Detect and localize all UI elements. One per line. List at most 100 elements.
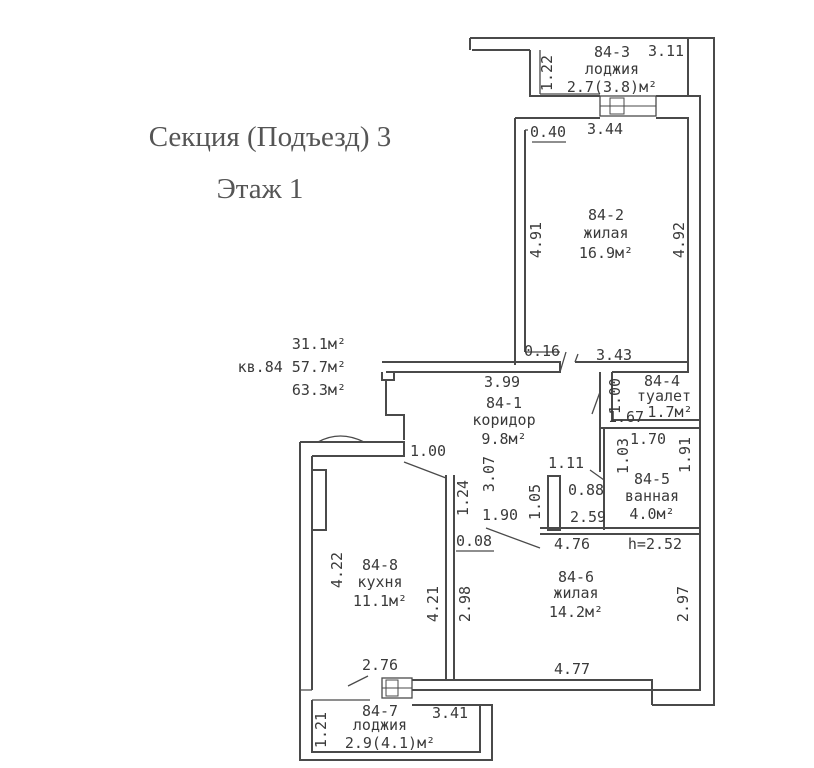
dim-room6-right: 2.97 [674,586,692,622]
door-swing-room2 [559,351,579,373]
dim-room2-top-small: 0.40 [530,123,566,141]
apartment-summary: 31.1м² кв.84 57.7м² 63.3м² [238,335,346,399]
dim-bath-side: 1.03 [614,438,632,474]
room-area: 16.9м² [579,244,633,262]
room-type: жилая [553,584,598,602]
outer-right-wall-inner [472,49,701,691]
room-84-6-bottom [382,679,653,705]
lower-loggia [299,700,493,761]
room-label-84-1: 84-1 коридор 9.8м² [472,394,535,448]
dim-room2-left: 4.91 [527,222,545,258]
room-id: 84-8 [362,556,398,574]
apartment-label: кв.84 57.7м² [238,358,346,376]
dim-toilet-side: 1.00 [606,378,624,414]
room-area: 4.0м² [629,505,674,523]
room-label-84-4: 84-4 туалет 1.7м² [637,372,693,421]
dim-room2-right: 4.92 [670,222,688,258]
room-type: туалет [637,387,691,405]
dim-bath-bottom: 2.59 [570,508,606,526]
dim-loggia3-width: 3.11 [648,42,684,60]
room-type: ванная [625,487,679,505]
room-type: лоджия [353,716,407,734]
dim-room6-small: 0.08 [456,532,492,550]
room-type: кухня [357,573,402,591]
room-label-84-8: 84-8 кухня 11.1м² [353,556,407,610]
kitchen-top-wall [299,441,405,720]
dim-room6-left: 2.98 [456,586,474,622]
floor-title: Этаж 1 [217,173,304,205]
dim-corridor-bottom: 1.90 [482,506,518,524]
dim-kitchen-door: 1.00 [410,442,446,460]
dim-corridor-top: 3.99 [484,373,520,391]
room-id: 84-7 [362,702,398,720]
dim-c-a: 1.11 [548,454,584,472]
door-swing-bath [589,469,605,481]
partition-room6-top [540,527,700,535]
upper-loggia-wall [529,38,689,97]
room-id: 84-3 [594,43,630,61]
partition-84-2-corridor [382,361,689,373]
lower-loggia-inner [300,689,370,701]
dim-bath-top: 1.70 [630,430,666,448]
outer-right-wall [470,37,715,706]
room-id: 84-6 [558,568,594,586]
dim-c-c: 0.88 [568,481,604,499]
room-label-84-5: 84-5 ванная 4.0м² [625,470,679,523]
room-area: 2.9(4.1)м² [345,734,435,752]
room-label-84-7: 84-7 лоджия 2.9(4.1)м² [345,702,435,752]
dim-room2-bottom: 3.43 [596,346,632,364]
dimension-labels: 3.11 0.40 3.44 0.16 3.43 3.99 1.00 1.67 … [362,42,684,722]
dimension-labels-vertical: 1.22 4.91 4.92 1.00 1.03 1.91 3.07 1.24 … [312,55,694,748]
room-id: 84-4 [644,372,680,390]
dim-toilet-width: 1.67 [608,408,644,426]
room-84-2-inner [525,129,560,353]
apartment-living-area: 31.1м² [292,335,346,353]
dim-c-b: 1.05 [526,484,544,520]
dim-kitchen-left: 4.22 [328,552,346,588]
door-swing-loggia [347,675,369,687]
dim-corridor-b: 1.24 [454,480,472,516]
dim-ceiling-height: h=2.52 [628,535,682,553]
upper-loggia-inner [539,50,600,95]
dim-loggia7-left: 1.21 [312,712,330,748]
room-id: 84-2 [588,206,624,224]
room-label-84-2: 84-2 жилая 16.9м² [579,206,633,262]
room-area: 14.2м² [549,603,603,621]
room-type: коридор [472,411,535,429]
dim-loggia7-width: 3.41 [432,704,468,722]
room-area: 11.1м² [353,592,407,610]
kitchen-entry-arc [317,435,365,443]
door-swing-kitchen [403,461,447,479]
room-id: 84-5 [634,470,670,488]
bathroom-block [599,372,700,530]
dim-room6-bottom: 4.77 [554,660,590,678]
partition-kitchen-room6 [445,475,455,680]
room-type: жилая [583,224,628,242]
bath-stub [547,475,561,531]
entrance-wall [381,372,405,440]
dim-room6-top: 4.76 [554,535,590,553]
dim-loggia3-left: 1.22 [538,55,556,91]
dim-room2-bottom-small: 0.16 [524,342,560,360]
dim-kitchen-bottom: 2.76 [362,656,398,674]
room-area: 1.7м² [647,403,692,421]
room-area: 2.7(3.8)м² [567,78,657,96]
window-upper-loggia [599,95,657,117]
dim-corridor-depth: 3.07 [480,456,498,492]
section-title: Секция (Подъезд) 3 [149,121,392,153]
apartment-total-area: 63.3м² [292,381,346,399]
plan-walls [299,37,715,761]
kitchen-left-pilaster [312,469,327,531]
room-area: 9.8м² [481,430,526,448]
room-label-84-6: 84-6 жилая 14.2м² [549,568,603,621]
room-id: 84-1 [486,394,522,412]
room-label-84-3: 84-3 лоджия 2.7(3.8)м² [567,43,657,96]
room-type: лоджия [585,60,639,78]
dim-bath-right: 1.91 [676,437,694,473]
dim-room2-top: 3.44 [587,120,623,138]
door-swing-room6 [485,527,541,549]
door-swing-toilet [591,391,601,415]
dim-kitchen-right: 4.21 [424,586,442,622]
window-lower-loggia [381,677,413,699]
